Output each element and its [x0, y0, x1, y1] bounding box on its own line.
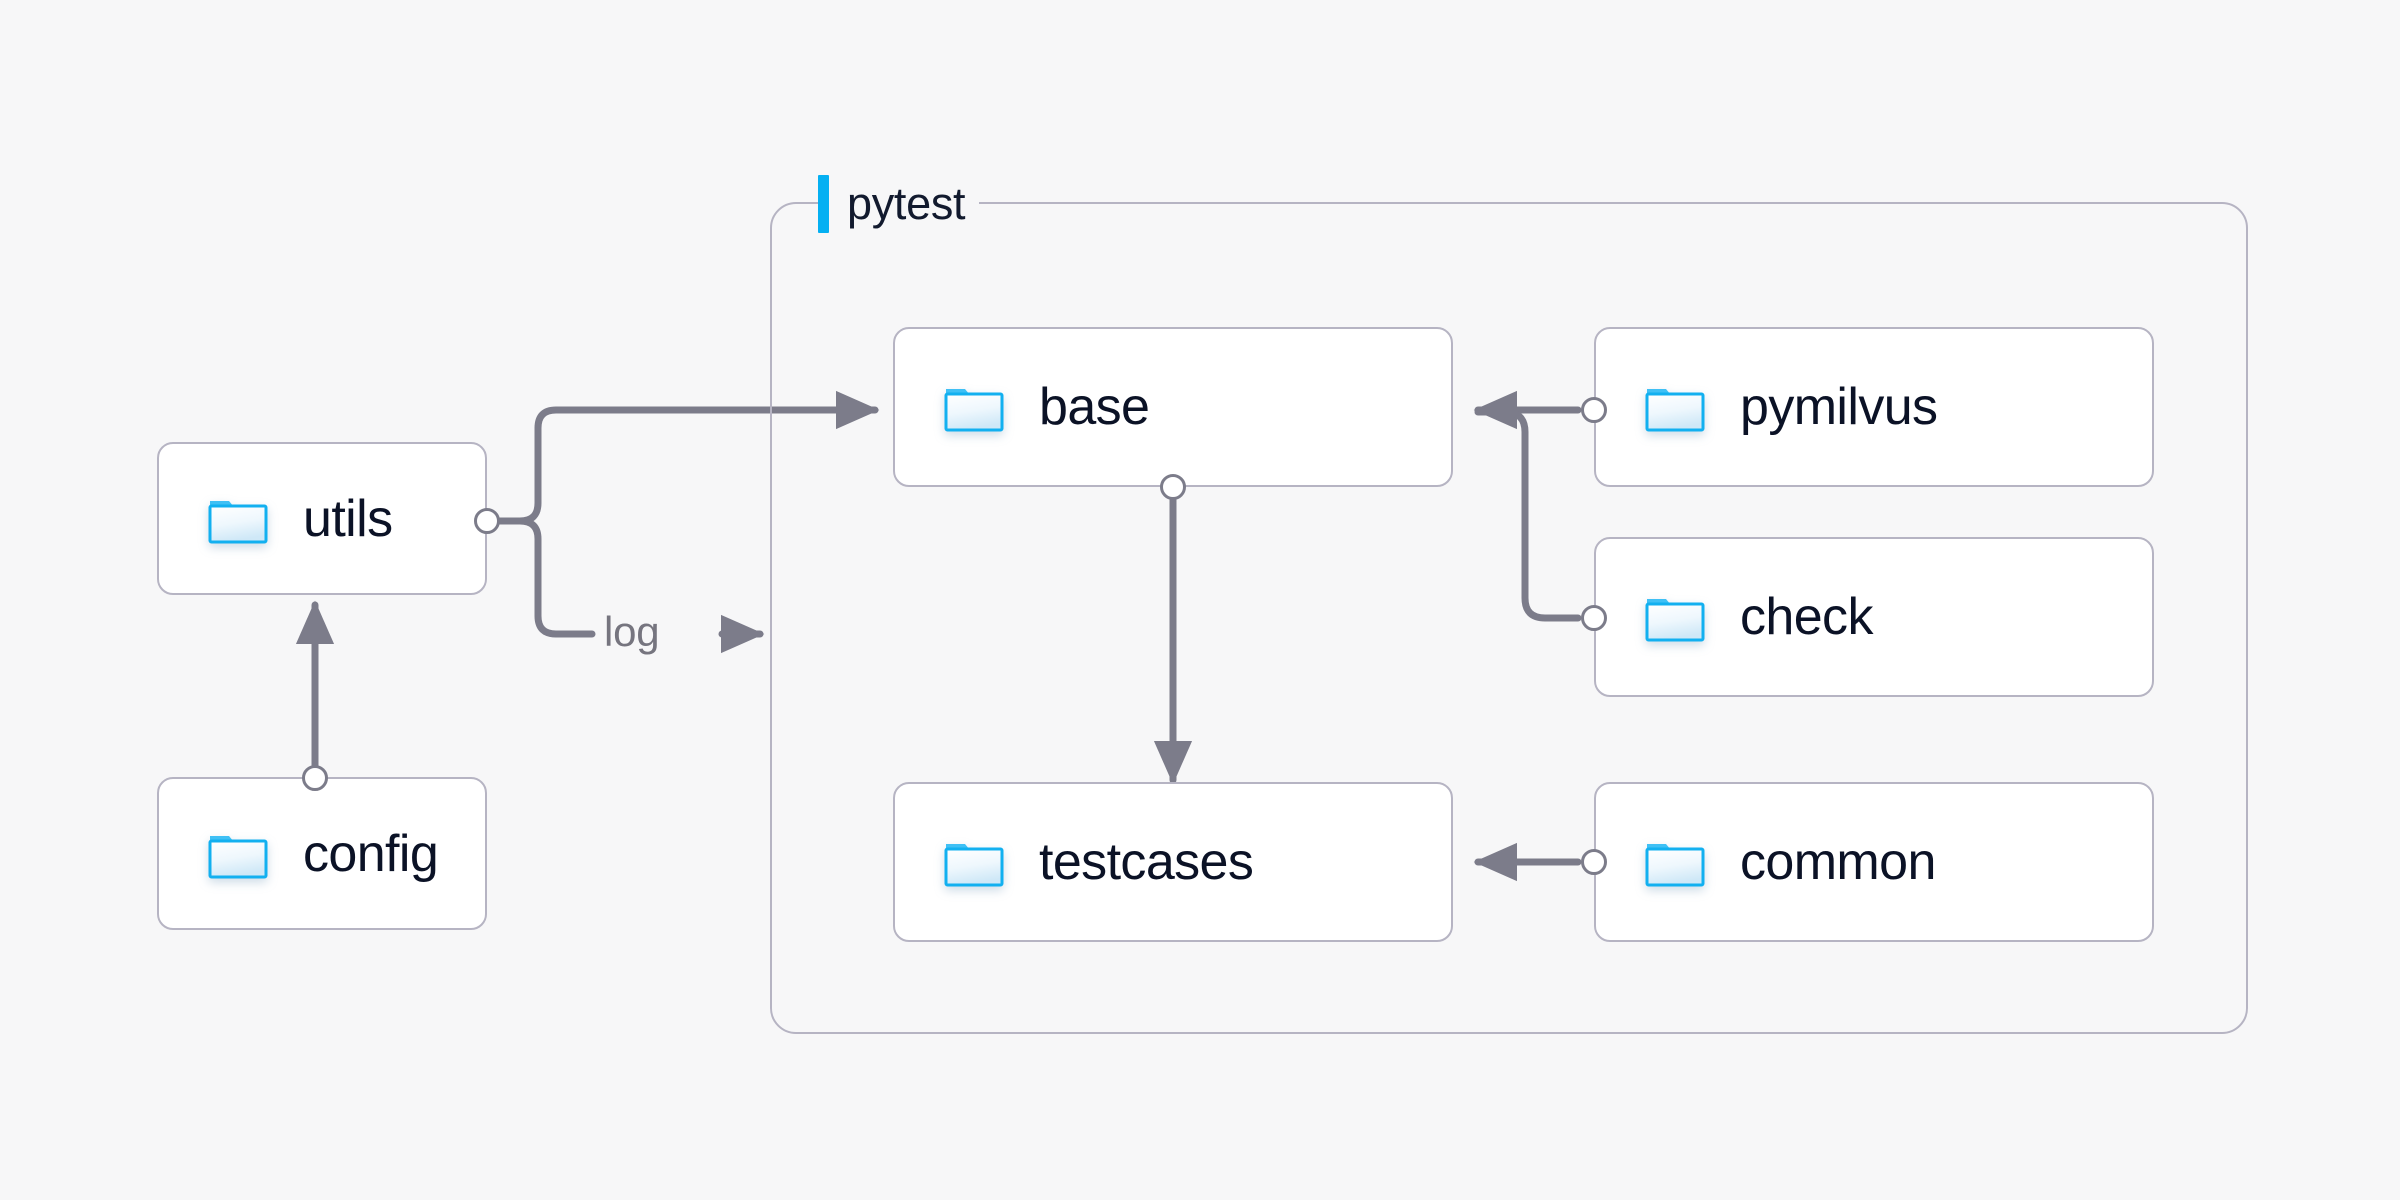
folder-icon: [1645, 389, 1705, 432]
group-pytest-label: pytest: [818, 172, 980, 236]
node-check-label: check: [1740, 588, 1873, 646]
port-common-left[interactable]: [1581, 849, 1607, 875]
accent-bar: [818, 175, 829, 233]
port-base-bottom[interactable]: [1160, 474, 1186, 500]
node-testcases[interactable]: testcases: [893, 782, 1453, 942]
edge-utils-log: [483, 517, 596, 638]
group-title: pytest: [847, 178, 966, 229]
folder-icon: [208, 835, 268, 878]
folder-icon: [208, 500, 268, 543]
folder-icon: [944, 389, 1004, 432]
folder-icon: [1645, 844, 1705, 887]
node-check[interactable]: check: [1594, 537, 2154, 697]
node-common[interactable]: common: [1594, 782, 2154, 942]
port-utils-right[interactable]: [474, 508, 500, 534]
node-utils-label: utils: [303, 489, 393, 548]
port-check-left[interactable]: [1581, 605, 1607, 631]
port-pymilvus-left[interactable]: [1581, 397, 1607, 423]
node-common-label: common: [1740, 833, 1936, 891]
group-pytest: [770, 202, 2248, 1034]
edge-label-log: log: [604, 608, 660, 655]
node-base-label: base: [1039, 378, 1150, 436]
folder-icon: [944, 844, 1004, 887]
node-testcases-label: testcases: [1039, 833, 1254, 891]
folder-icon: [1645, 599, 1705, 642]
node-utils[interactable]: utils: [157, 442, 487, 595]
node-config-label: config: [303, 824, 439, 883]
node-pymilvus-label: pymilvus: [1740, 378, 1938, 436]
port-config-top[interactable]: [302, 765, 328, 791]
node-pymilvus[interactable]: pymilvus: [1594, 327, 2154, 487]
node-base[interactable]: base: [893, 327, 1453, 487]
node-config[interactable]: config: [157, 777, 487, 930]
